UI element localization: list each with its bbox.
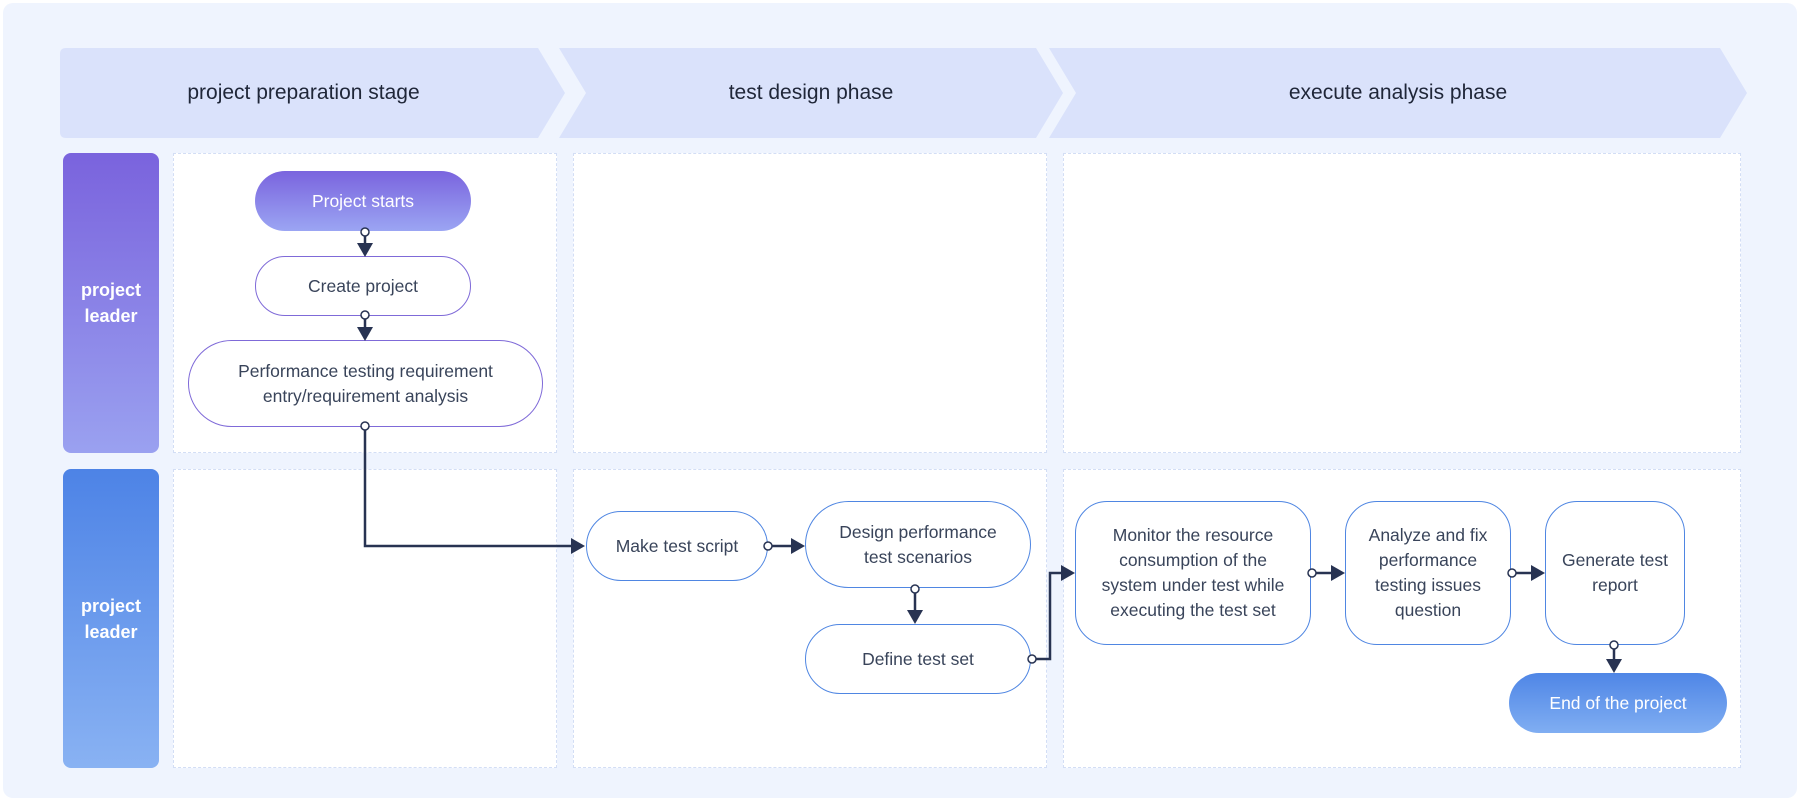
cell-leader1-execute bbox=[1063, 153, 1741, 453]
node-monitor-resources[interactable]: Monitor the resource consumption of the … bbox=[1075, 501, 1311, 645]
node-make-test-script[interactable]: Make test script bbox=[586, 511, 768, 581]
diagram-canvas: project preparation stage test design ph… bbox=[3, 3, 1797, 798]
node-label-end-project: End of the project bbox=[1549, 692, 1687, 713]
cell-leader2-preparation bbox=[173, 469, 557, 768]
node-create-project[interactable]: Create project bbox=[255, 256, 471, 316]
node-define-test-set[interactable]: Define test set bbox=[805, 624, 1031, 694]
node-end-project[interactable]: End of the project bbox=[1509, 673, 1727, 733]
node-requirement-analysis[interactable]: Performance testing requirement entry/re… bbox=[188, 340, 543, 427]
role-label-1: project leader bbox=[80, 280, 141, 326]
phase-label-preparation: project preparation stage bbox=[187, 81, 420, 104]
cell-leader1-design bbox=[573, 153, 1047, 453]
role-lane-project-leader-1: project leader bbox=[63, 153, 159, 453]
node-label-design-scenarios: Design performance test scenarios bbox=[839, 521, 997, 567]
phase-header-design: test design phase bbox=[559, 48, 1063, 138]
node-label-monitor-resources: Monitor the resource consumption of the … bbox=[1101, 525, 1285, 620]
phase-header-execute: execute analysis phase bbox=[1049, 48, 1747, 138]
phase-label-execute: execute analysis phase bbox=[1288, 81, 1508, 104]
node-project-starts[interactable]: Project starts bbox=[255, 171, 471, 231]
node-design-scenarios[interactable]: Design performance test scenarios bbox=[805, 501, 1031, 588]
phase-header-preparation: project preparation stage bbox=[60, 48, 565, 138]
node-label-requirement-analysis: Performance testing requirement entry/re… bbox=[238, 360, 493, 406]
node-label-define-test-set: Define test set bbox=[862, 648, 974, 669]
node-label-analyze-fix: Analyze and fix performance testing issu… bbox=[1368, 525, 1488, 620]
role-lane-project-leader-2: project leader bbox=[63, 469, 159, 768]
node-label-make-test-script: Make test script bbox=[615, 535, 739, 556]
node-generate-report[interactable]: Generate test report bbox=[1545, 501, 1685, 645]
node-label-project-starts: Project starts bbox=[311, 190, 415, 211]
node-label-generate-report: Generate test report bbox=[1561, 550, 1669, 595]
node-label-create-project: Create project bbox=[308, 275, 418, 296]
role-label-2: project leader bbox=[80, 595, 141, 642]
node-analyze-fix[interactable]: Analyze and fix performance testing issu… bbox=[1345, 501, 1511, 645]
phase-label-design: test design phase bbox=[728, 81, 894, 104]
